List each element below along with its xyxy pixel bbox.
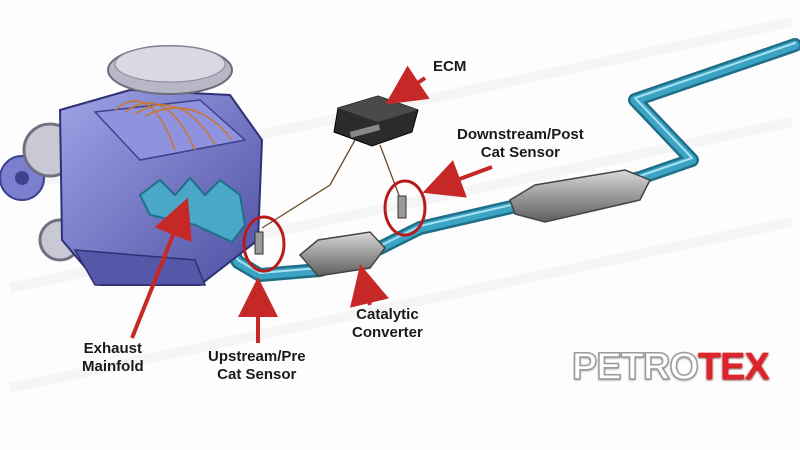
callout-arrows <box>130 65 493 343</box>
downstream-sensor-label: Downstream/Post Cat Sensor <box>457 126 584 162</box>
ecm-arrow <box>385 65 430 105</box>
catalytic-label-line2: Converter <box>352 324 423 341</box>
catalytic-converter-label: Catalytic Converter <box>352 306 423 342</box>
engine <box>0 45 264 286</box>
sensor-wires <box>261 139 401 229</box>
exhaust-arrow <box>130 197 192 339</box>
downstream-arrow <box>422 160 493 198</box>
exhaust-label-line2: Mainfold <box>82 358 144 375</box>
downstream-sensor <box>383 179 427 237</box>
logo-part1: PETRO <box>571 345 699 389</box>
upstream-sensor-label: Upstream/Pre Cat Sensor <box>208 348 306 384</box>
logo-part2: TEX <box>697 346 770 388</box>
downstream-label-line1: Downstream/Post <box>457 126 584 143</box>
ecm-module <box>333 95 419 147</box>
catalytic-arrow <box>350 264 389 308</box>
muffler <box>509 169 652 223</box>
ecm-label-text: ECM <box>433 58 467 75</box>
catalytic-converter <box>298 231 386 277</box>
petrotex-logo: PETROTEX <box>571 345 770 389</box>
upstream-label-line2: Cat Sensor <box>217 366 297 383</box>
upstream-sensor <box>242 215 286 273</box>
ecm-label: ECM <box>433 58 466 76</box>
downstream-label-line2: Cat Sensor <box>480 144 560 161</box>
exhaust-label-line1: Exhaust <box>83 340 142 357</box>
upstream-label-line1: Upstream/Pre <box>208 348 306 365</box>
catalytic-label-line1: Catalytic <box>356 306 419 323</box>
exhaust-manifold-label: Exhaust Mainfold <box>82 340 144 376</box>
